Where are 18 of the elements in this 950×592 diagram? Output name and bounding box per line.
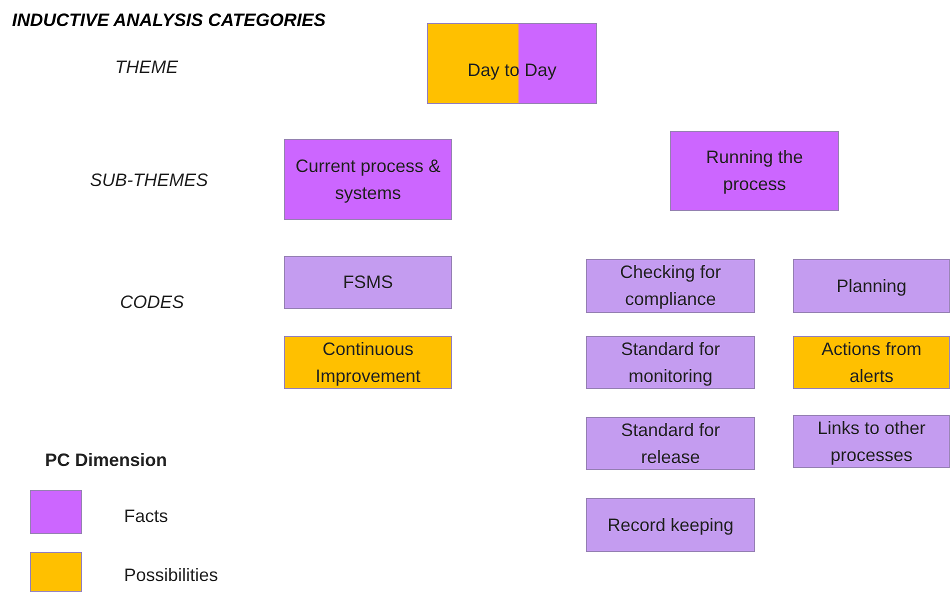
- sub-theme-box: Running the process: [670, 131, 839, 211]
- level-label: THEME: [115, 57, 178, 78]
- code-box: Standard for release: [586, 417, 755, 470]
- code-box: Actions from alerts: [793, 336, 950, 389]
- code-box: Record keeping: [586, 498, 755, 552]
- legend-title: PC Dimension: [45, 450, 168, 471]
- code-box: Standard for monitoring: [586, 336, 755, 389]
- code-box: Checking for compliance: [586, 259, 755, 313]
- code-box: FSMS: [284, 256, 452, 309]
- level-label: CODES: [120, 292, 184, 313]
- sub-theme-box: Current process & systems: [284, 139, 452, 220]
- code-box: Links to other processes: [793, 415, 950, 468]
- legend-label: Facts: [124, 506, 168, 527]
- legend-label: Possibilities: [124, 565, 218, 586]
- code-box: Planning: [793, 259, 950, 313]
- code-box: Continuous Improvement: [284, 336, 452, 389]
- level-label: SUB-THEMES: [90, 170, 208, 191]
- diagram-title: INDUCTIVE ANALYSIS CATEGORIES: [12, 10, 326, 31]
